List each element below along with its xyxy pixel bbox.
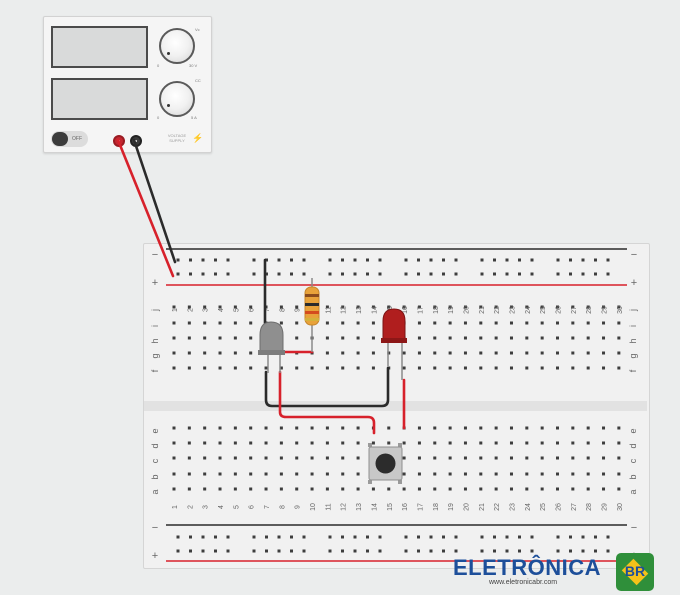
voltage-knob[interactable] bbox=[159, 28, 195, 64]
current-knob[interactable] bbox=[159, 81, 195, 117]
power-switch-label: OFF bbox=[72, 136, 82, 142]
watermark-logo: ELETRÔNICA www.eletronicabr.com BR bbox=[453, 553, 680, 595]
supply-brand-label: VOLTAGE SUPPLY bbox=[167, 133, 187, 143]
current-max-label: 5 A bbox=[191, 115, 197, 120]
current-display bbox=[51, 78, 148, 120]
power-switch[interactable]: OFF bbox=[51, 131, 88, 147]
negative-terminal[interactable] bbox=[130, 135, 142, 147]
voltage-max-label: 30 V bbox=[189, 63, 198, 68]
voltage-display bbox=[51, 26, 148, 68]
breadboard[interactable] bbox=[143, 243, 650, 569]
positive-terminal[interactable] bbox=[113, 135, 125, 147]
voltage-knob-label: Vc bbox=[195, 27, 200, 32]
current-min-label: 0 bbox=[157, 115, 160, 120]
current-knob-label: CC bbox=[195, 78, 201, 83]
watermark-brand: ELETRÔNICA bbox=[453, 555, 601, 580]
watermark-url: www.eletronicabr.com bbox=[489, 579, 558, 586]
lightning-icon: ⚡ bbox=[192, 133, 204, 143]
brazil-flag-icon: BR bbox=[616, 553, 654, 591]
power-supply[interactable]: Vc CC 0 30 V 0 5 A OFF VOLTAGE SUPPLY ⚡ bbox=[43, 16, 212, 153]
watermark-logo-text: BR bbox=[624, 563, 646, 579]
voltage-min-label: 0 bbox=[157, 63, 160, 68]
power-switch-thumb[interactable] bbox=[52, 132, 68, 146]
